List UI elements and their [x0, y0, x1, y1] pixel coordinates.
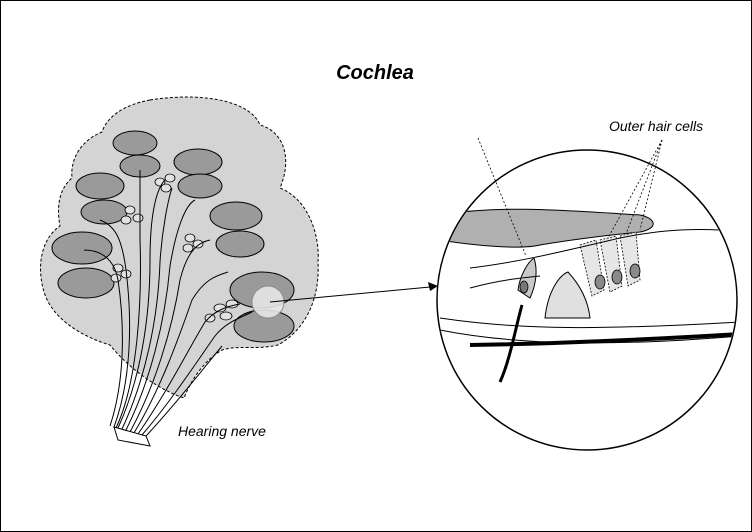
turn-low-left-upper — [52, 232, 112, 264]
organ-of-corti-detail — [437, 138, 740, 450]
magnify-arrow-head — [428, 282, 438, 291]
detail-circle — [437, 150, 737, 450]
turn-top-right-upper — [174, 149, 222, 175]
nerve-trunk — [114, 427, 150, 446]
outer-hair-cells-label: Outer hair cells — [609, 118, 703, 134]
turn-low-left-lower — [58, 268, 114, 298]
turn-top-left-upper — [113, 131, 157, 155]
highlight-region — [252, 286, 284, 318]
turn-mid-left-lower — [81, 200, 127, 224]
turn-mid-right-lower — [216, 231, 264, 257]
inner-hair-cell-nucleus — [520, 281, 528, 293]
hearing-nerve-label: Hearing nerve — [178, 423, 266, 439]
turn-mid-left-upper — [76, 173, 124, 199]
turn-top-right-lower — [178, 174, 222, 198]
turn-mid-right-upper — [210, 202, 262, 230]
